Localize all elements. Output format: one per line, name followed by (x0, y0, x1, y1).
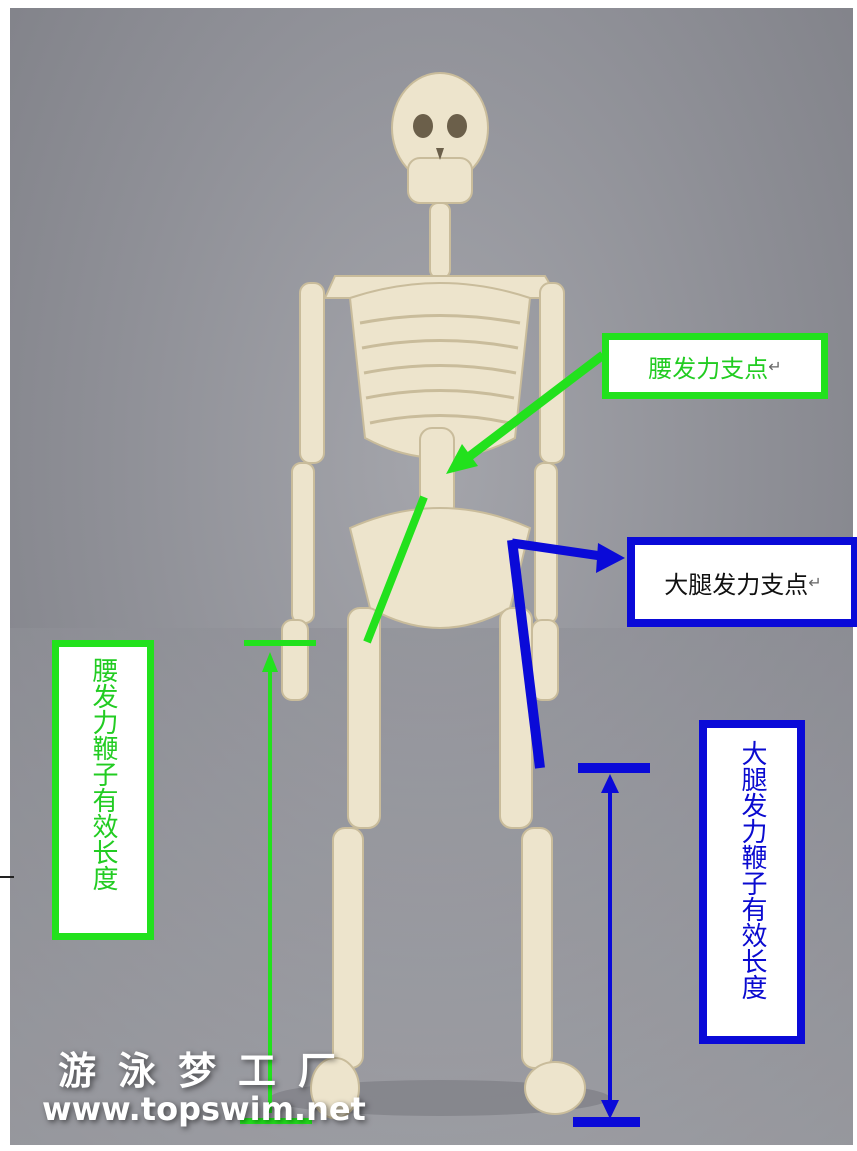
watermark-name: 游泳梦工厂 (58, 1040, 358, 1095)
paragraph-mark: ↵ (768, 357, 781, 376)
paragraph-mark: ↵ (808, 573, 821, 592)
blue-arrow-icon (512, 543, 608, 557)
waist-pivot-text: 腰发力支点 (648, 349, 768, 384)
thigh-whip-length-text: 大腿发力鞭子有效长度 (739, 740, 765, 1036)
green-arrow-icon (462, 355, 603, 462)
waist-whip-length-text: 腰发力鞭子有效长度 (90, 657, 116, 933)
watermark-url: www.topswim.net (42, 1090, 366, 1128)
waist-whip-length-label: 腰发力鞭子有效长度 (52, 640, 154, 940)
thigh-pivot-label: 大腿发力支点↵ (627, 537, 857, 627)
thigh-whip-length-label: 大腿发力鞭子有效长度 (699, 720, 805, 1044)
waist-pivot-label: 腰发力支点↵ (602, 333, 828, 399)
thigh-pivot-text: 大腿发力支点 (664, 565, 808, 600)
